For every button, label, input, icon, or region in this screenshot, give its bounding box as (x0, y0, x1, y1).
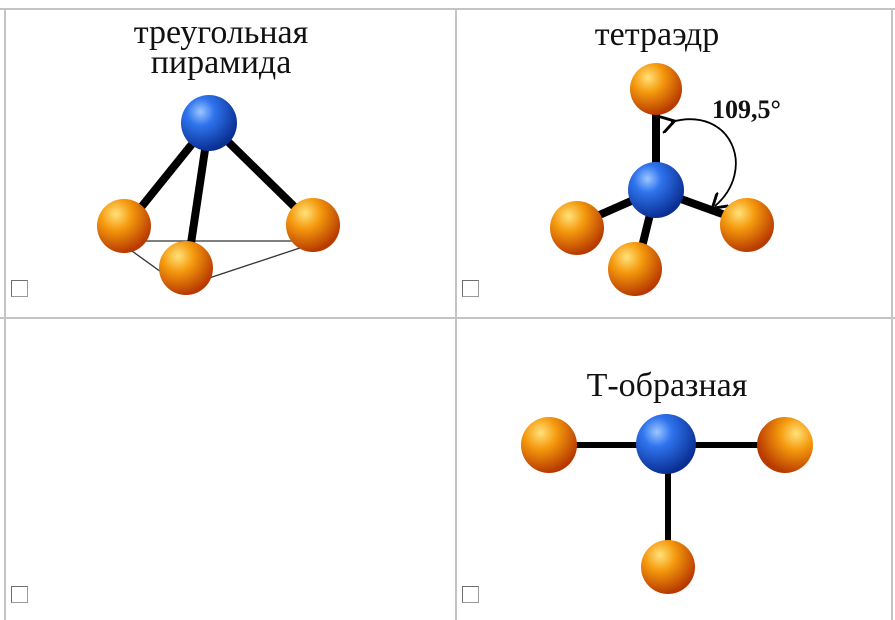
grid-line-right (891, 8, 893, 620)
bond-angle-label: 109,5° (712, 95, 781, 124)
grid-line-left (4, 8, 6, 620)
ligand-atom (630, 63, 682, 115)
central-atom (628, 162, 684, 218)
grid-line-center (455, 8, 457, 620)
ligand-atom (159, 241, 213, 295)
option-cell-trigonal-pyramid: треугольная пирамида (6, 10, 455, 317)
ligand-atom (550, 201, 604, 255)
option-checkbox[interactable] (11, 280, 28, 297)
angle-arc (671, 119, 737, 206)
grid-line-middle (0, 317, 895, 319)
tetrahedron-diagram: 109,5° (550, 63, 781, 296)
option-title: треугольная пирамида (133, 14, 309, 81)
option-title: Т-образная (586, 367, 748, 404)
ligand-atom (97, 199, 151, 253)
option-cell-t-shaped: Т-образная (457, 319, 891, 620)
option-checkbox[interactable] (462, 280, 479, 297)
ligand-atom (286, 198, 340, 252)
ligand-atom (757, 417, 813, 473)
option-checkbox[interactable] (462, 586, 479, 603)
central-atom (636, 414, 696, 474)
pyramid-base-triangle (115, 240, 322, 288)
option-title: тетраэдр (594, 16, 720, 53)
option-checkbox[interactable] (11, 586, 28, 603)
ligand-atom (641, 540, 695, 594)
central-atom (181, 95, 237, 151)
t-shaped-diagram (521, 414, 813, 594)
option-cell-empty (6, 319, 455, 620)
trigonal-pyramid-diagram (97, 95, 340, 295)
grid-line-top (0, 8, 895, 10)
option-cell-tetrahedron: тетраэдр (457, 10, 891, 317)
ligand-atom (720, 198, 774, 252)
ligand-atom (608, 242, 662, 296)
ligand-atom (521, 417, 577, 473)
